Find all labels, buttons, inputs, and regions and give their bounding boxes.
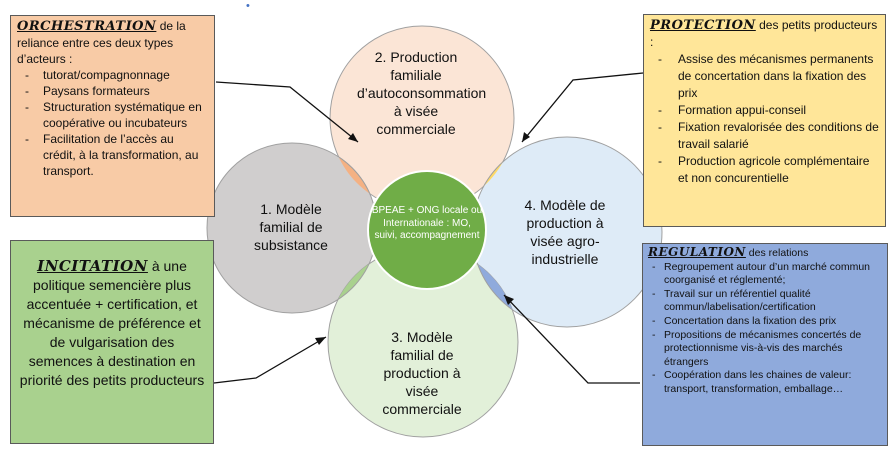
list-item: Assise des mécanismes permanents de conc… (650, 51, 879, 102)
list-item: Production agricole complémentaire et no… (650, 153, 879, 187)
orchestration-title: ORCHESTRATION (17, 19, 157, 34)
list-item: Structuration systématique en coopérativ… (17, 99, 208, 131)
arrow-incitation (213, 336, 327, 384)
orchestration-text: de la reliance entre ces deux types d’ac… (17, 19, 186, 66)
list-item: Coopération dans les chaines de valeur: … (648, 369, 882, 396)
incitation-box: INCITATION à une politique semencière pl… (10, 240, 214, 444)
protection-list: Assise des mécanismes permanents de conc… (650, 51, 879, 187)
list-item: Concertation dans la fixation des prix (648, 315, 882, 329)
orchestration-list: tutorat/compagnonnage Paysans formateurs… (17, 67, 208, 179)
arrowhead-orchestration (348, 133, 358, 142)
center-label: BPEAE + ONG locale ou Internationale : M… (371, 205, 483, 241)
arrowhead-incitation (315, 337, 326, 345)
list-item: Fixation revalorisée des conditions de t… (650, 119, 879, 153)
protection-title: PROTECTION (650, 18, 756, 33)
incitation-title: INCITATION (37, 257, 148, 275)
list-item: tutorat/compagnonnage (17, 67, 208, 83)
list-item: Facilitation de l’accès au crédit, à la … (17, 131, 208, 179)
protection-text: des petits producteurs : (650, 18, 878, 49)
orchestration-box: ORCHESTRATION de la reliance entre ces d… (10, 15, 215, 217)
arrow-protection (521, 72, 644, 143)
list-item: Paysans formateurs (17, 83, 208, 99)
model-4-label: 4. Modèle de production à visée agro-ind… (524, 197, 606, 267)
protection-box: PROTECTION des petits producteurs : Assi… (643, 14, 886, 227)
list-item: Travail sur un référentiel qualité commu… (648, 288, 882, 315)
arrow-regulation (503, 294, 640, 384)
regulation-heading: REGULATION des relations (648, 245, 882, 261)
regulation-box: REGULATION des relations Regroupement au… (642, 243, 888, 446)
orchestration-heading: ORCHESTRATION de la reliance entre ces d… (17, 18, 208, 67)
regulation-title: REGULATION (648, 245, 746, 259)
incitation-text: à une politique semencière plus accentué… (19, 258, 205, 388)
model-1-label: 1. Modèle familial de subsistance (254, 201, 328, 253)
center-circle (367, 170, 487, 290)
model-3-label: 3. Modèle familial de production à visée… (382, 329, 462, 417)
list-item: Propositions de mécanismes concertés de … (648, 329, 882, 370)
protection-heading: PROTECTION des petits producteurs : (650, 17, 879, 51)
regulation-text: des relations (745, 247, 809, 259)
decorative-mark: • (246, 0, 250, 12)
arrowhead-regulation (504, 295, 514, 305)
list-item: Regroupement autour d’un marché commun c… (648, 261, 882, 288)
model-2-label: 2. Production familiale d’autoconsommati… (357, 49, 487, 137)
arrowhead-protection (522, 132, 530, 142)
list-item: Formation appui-conseil (650, 102, 879, 119)
arrow-orchestration (215, 81, 359, 143)
regulation-list: Regroupement autour d’un marché commun c… (648, 261, 882, 397)
